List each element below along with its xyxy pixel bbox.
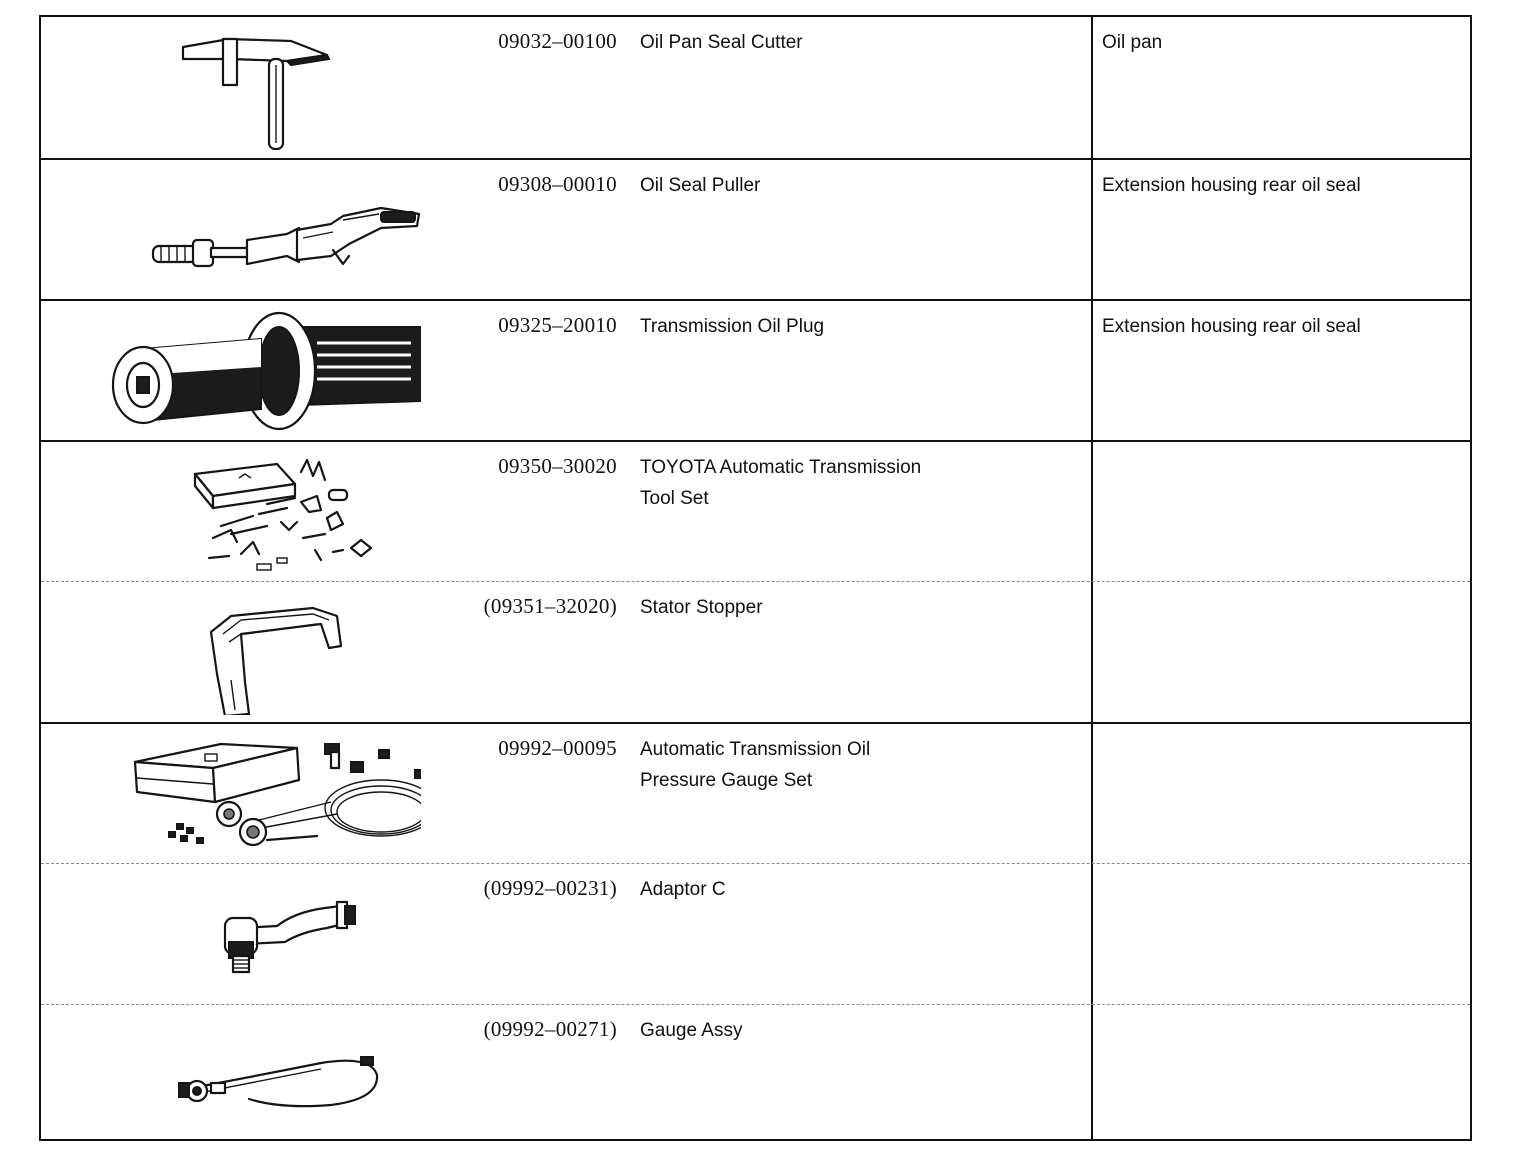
- tool-name: Automatic Transmission Oil Pressure Gaug…: [640, 739, 871, 791]
- table-row: 09350–30020 TOYOTA Automatic Transmissio…: [41, 440, 1470, 581]
- transmission-oil-plug-icon: [81, 309, 421, 434]
- table-row: 09992–00095 Automatic Transmission Oil P…: [41, 722, 1470, 863]
- stator-stopper-icon: [81, 590, 421, 715]
- adaptor-c-icon: [81, 872, 421, 997]
- table-row: 09325–20010 Transmission Oil Plug Extens…: [41, 299, 1470, 440]
- usage-text: Oil pan: [1102, 32, 1163, 53]
- part-number: 09032–00100: [498, 29, 617, 53]
- part-number: 09325–20010: [498, 313, 617, 337]
- tool-name: Gauge Assy: [640, 1020, 743, 1041]
- oil-pan-seal-cutter-icon: [81, 25, 421, 150]
- table-row: (09992–00271) Gauge Assy: [41, 1004, 1470, 1145]
- tool-name: Adaptor C: [640, 879, 726, 900]
- part-number: (09992–00231): [483, 876, 617, 900]
- tool-name: Oil Seal Puller: [640, 175, 761, 196]
- gauge-assy-icon: [81, 1013, 421, 1138]
- tool-name: TOYOTA Automatic Transmission Tool Set: [640, 457, 922, 509]
- part-number: (09992–00271): [483, 1017, 617, 1041]
- part-number: (09351–32020): [483, 594, 617, 618]
- part-number: 09350–30020: [498, 454, 617, 478]
- pressure-gauge-set-icon: [81, 732, 421, 857]
- tool-set-icon: [81, 450, 421, 575]
- tool-name: Transmission Oil Plug: [640, 316, 825, 337]
- oil-seal-puller-icon: [81, 168, 421, 293]
- tool-name: Oil Pan Seal Cutter: [640, 32, 803, 53]
- usage-text: Extension housing rear oil seal: [1102, 316, 1361, 337]
- column-divider: [1091, 17, 1093, 1139]
- table-row: 09308–00010 Oil Seal Puller Extension ho…: [41, 158, 1470, 299]
- tool-name: Stator Stopper: [640, 597, 763, 618]
- special-service-tools-table: 09032–00100 Oil Pan Seal Cutter Oil pan …: [39, 15, 1472, 1141]
- usage-text: Extension housing rear oil seal: [1102, 175, 1361, 196]
- table-row: 09032–00100 Oil Pan Seal Cutter Oil pan: [41, 17, 1470, 158]
- part-number: 09308–00010: [498, 172, 617, 196]
- table-row: (09351–32020) Stator Stopper: [41, 581, 1470, 722]
- table-row: (09992–00231) Adaptor C: [41, 863, 1470, 1004]
- part-number: 09992–00095: [498, 736, 617, 760]
